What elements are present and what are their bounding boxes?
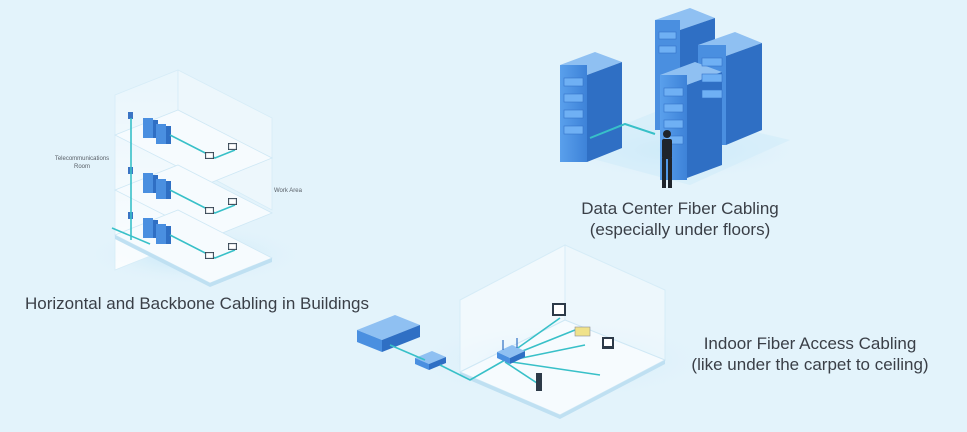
data-center-scene [560, 8, 800, 188]
building-cabling-caption: Horizontal and Backbone Cabling in Build… [25, 294, 369, 313]
building-cabling-scene [85, 69, 305, 287]
telecommunications-room-label: Telecommunications Room [54, 156, 110, 170]
telecom-server-racks [143, 118, 171, 244]
data-center-fiber-cable [589, 122, 656, 139]
router-device [497, 338, 525, 364]
data-center-caption-line2: (especially under floors) [589, 220, 771, 239]
indoor-access-caption-line1: Indoor Fiber Access Cabling [703, 334, 917, 353]
olt-device [357, 315, 420, 352]
technician-figure [662, 130, 672, 188]
indoor-access-caption-line2: (like under the carpet to ceiling) [691, 355, 929, 374]
server-rack-left [560, 52, 622, 162]
work-area-label: Work Area [274, 188, 302, 194]
indoor-access-scene [357, 244, 710, 419]
data-center-caption-line1: Data Center Fiber Cabling [581, 199, 779, 218]
building-cables [111, 118, 236, 259]
indoor-endpoints [536, 303, 614, 391]
splitter-device [415, 351, 446, 370]
